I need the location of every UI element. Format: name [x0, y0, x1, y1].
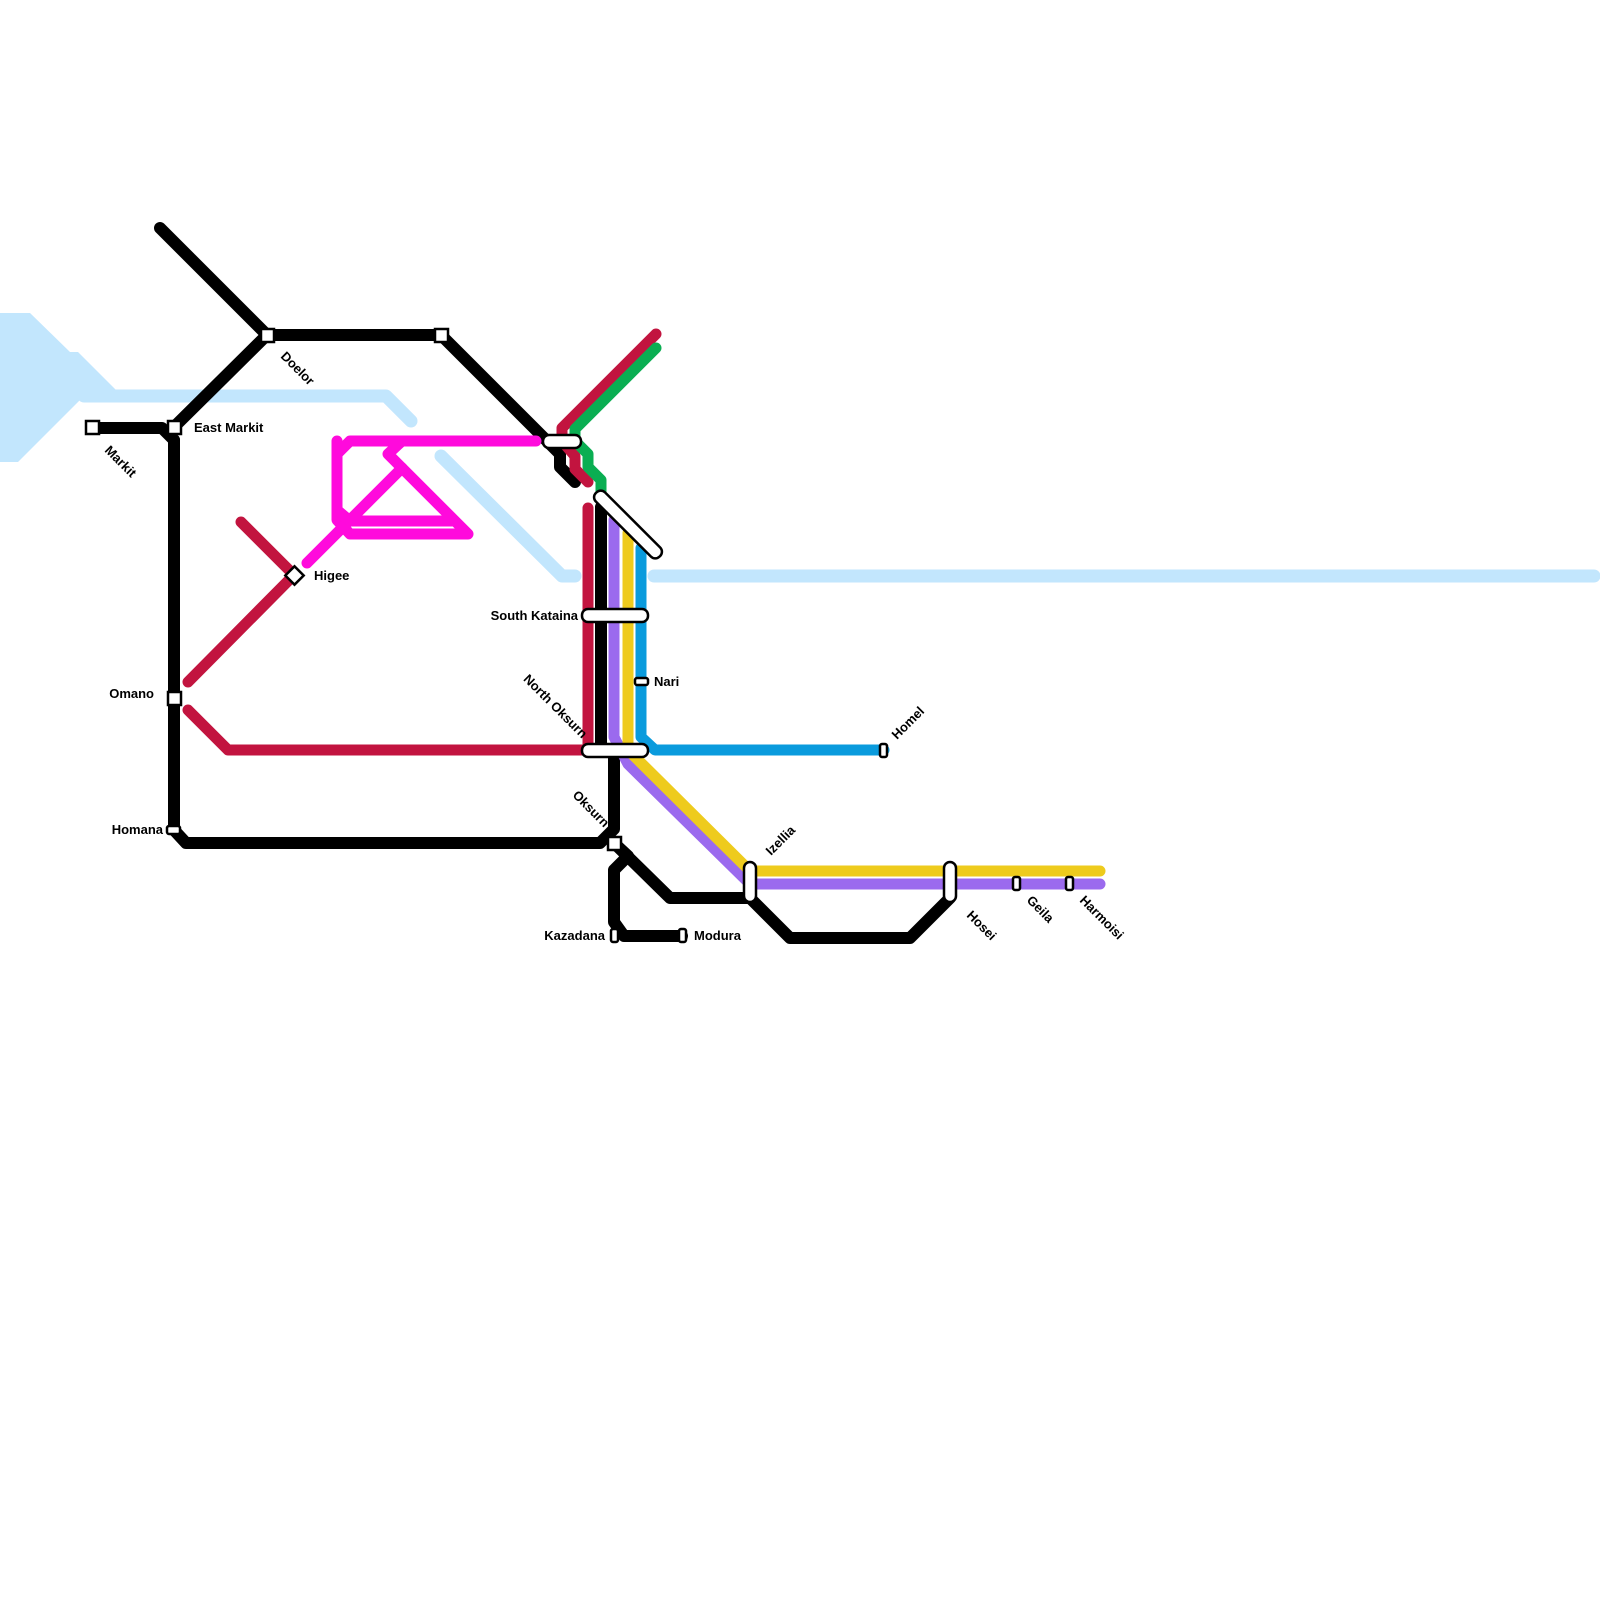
- station-homana[interactable]: [165, 824, 182, 836]
- station-doelor[interactable]: [259, 327, 276, 344]
- label-south-kataina: South Kataina: [491, 608, 579, 623]
- water-river-middle: [434, 449, 582, 583]
- black-line-south-branch: [608, 837, 956, 944]
- purple-line: [608, 514, 1106, 890]
- black-line-west-trunk: [168, 434, 620, 849]
- station-homel[interactable]: [878, 742, 889, 759]
- station-interchange-diagonal[interactable]: [592, 488, 665, 561]
- water-river-west: [77, 389, 418, 428]
- water-layer: [0, 313, 1600, 583]
- station-north-oksurn[interactable]: [580, 742, 650, 759]
- blue-line: [635, 542, 890, 756]
- station-izellia[interactable]: [742, 860, 758, 904]
- label-modura: Modura: [694, 928, 742, 943]
- water-bay: [0, 313, 122, 462]
- label-higee: Higee: [314, 568, 349, 583]
- station-east-markit[interactable]: [166, 419, 183, 436]
- label-markit: Markit: [102, 443, 140, 481]
- label-omano: Omano: [109, 686, 154, 701]
- yellow-line-path: [622, 527, 1106, 877]
- station-harmoisi[interactable]: [1064, 875, 1075, 892]
- label-izellia: Izellia: [763, 822, 799, 858]
- blue-line-path: [635, 542, 890, 756]
- label-east-markit: East Markit: [194, 420, 264, 435]
- label-north-oksurn: North Oksurn: [521, 671, 591, 741]
- black-line-markit-spur: [86, 422, 180, 446]
- red-line-west: [182, 704, 594, 756]
- red-line-higee-branch: [182, 516, 300, 688]
- station-hosei[interactable]: [942, 860, 958, 904]
- station-omano[interactable]: [166, 690, 183, 707]
- stations-layer: [84, 327, 1075, 944]
- label-hosei: Hosei: [964, 908, 1000, 944]
- station-markit[interactable]: [84, 419, 101, 436]
- label-homel: Homel: [889, 703, 928, 742]
- label-nari: Nari: [654, 674, 679, 689]
- black-line-kazadana-branch: [608, 837, 688, 942]
- station-loop-north[interactable]: [433, 327, 450, 344]
- station-kazadana[interactable]: [609, 927, 620, 944]
- magenta-line-diagonal: [301, 462, 408, 569]
- label-oksurn: Oksurn: [570, 787, 613, 830]
- label-doelor: Doelor: [278, 349, 318, 389]
- label-harmoisi: Harmoisi: [1077, 893, 1127, 943]
- green-line: [569, 342, 662, 503]
- black-line-north-branch: [154, 222, 273, 341]
- magenta-line-top: [331, 435, 542, 540]
- station-oksurn[interactable]: [606, 835, 623, 852]
- yellow-line: [622, 527, 1106, 877]
- black-line: [86, 222, 956, 944]
- station-nari[interactable]: [633, 676, 650, 687]
- magenta-line-inner: [331, 435, 460, 527]
- label-kazadana: Kazadana: [544, 928, 605, 943]
- purple-line-path: [608, 514, 1106, 890]
- station-south-kataina[interactable]: [580, 607, 650, 624]
- label-homana: Homana: [112, 822, 164, 837]
- station-geila[interactable]: [1011, 875, 1022, 892]
- black-line-loop: [168, 329, 581, 488]
- station-higee[interactable]: [283, 564, 306, 587]
- magenta-line: [301, 435, 542, 569]
- green-line-path: [569, 342, 662, 503]
- station-modura[interactable]: [677, 927, 688, 944]
- label-geila: Geila: [1024, 893, 1058, 927]
- station-interchange-north[interactable]: [541, 433, 583, 450]
